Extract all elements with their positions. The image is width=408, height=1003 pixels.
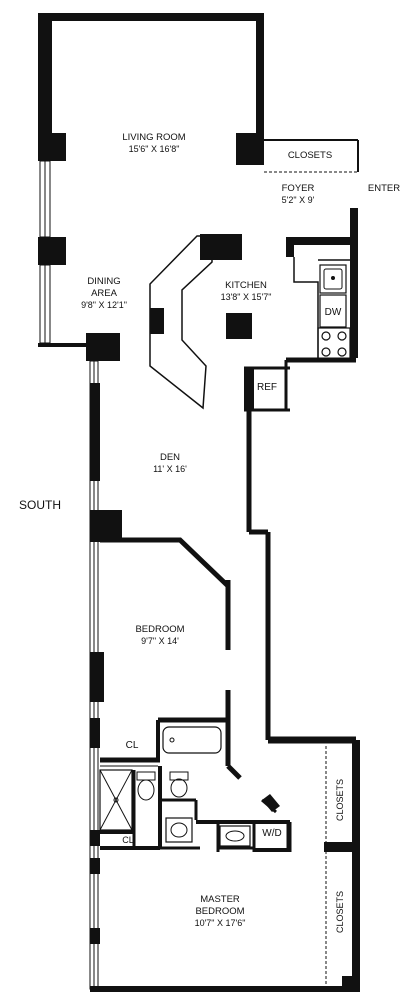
kitchen-label: KITCHEN <box>225 280 267 291</box>
closets-right-label-2: CLOSETS <box>335 891 345 933</box>
ref-label: REF <box>257 382 277 393</box>
bedroom-dims: 9'7" X 14' <box>141 636 179 646</box>
master-bedroom-label: BEDROOM <box>195 906 244 917</box>
bedroom-walls <box>99 537 358 984</box>
closets-top-label: CLOSETS <box>288 150 332 161</box>
bedroom-label: BEDROOM <box>135 624 184 635</box>
den-label: DEN <box>160 452 180 463</box>
kitchen-dims: 13'8" X 15'7" <box>221 292 272 302</box>
dining-dims: 9'8" X 12'1" <box>81 300 127 310</box>
closets-right-label-1: CLOSETS <box>335 779 345 821</box>
living-room-dims: 15'6" X 16'8" <box>129 144 180 154</box>
enter-label: ENTER <box>368 183 400 194</box>
exterior-walls <box>38 13 360 992</box>
closet-label-2: CL <box>122 835 134 845</box>
dw-label: DW <box>325 307 342 318</box>
living-room-label: LIVING ROOM <box>122 132 185 143</box>
washer-dryer-label: W/D <box>262 828 281 839</box>
foyer-dims: 5'2" X 9' <box>282 195 315 205</box>
foyer-label: FOYER <box>282 183 315 194</box>
south-label: SOUTH <box>19 498 61 512</box>
closet-label-1: CL <box>126 740 139 751</box>
dining-label: DINING <box>87 276 120 287</box>
master-label: MASTER <box>200 894 240 905</box>
labels: LIVING ROOM 15'6" X 16'8" CLOSETS FOYER … <box>19 132 400 933</box>
kitchen-fixtures <box>149 234 351 410</box>
dining-area-label: AREA <box>91 288 118 299</box>
den-dims: 11' X 16' <box>153 464 187 474</box>
master-dims: 10'7" X 17'6" <box>195 918 246 928</box>
